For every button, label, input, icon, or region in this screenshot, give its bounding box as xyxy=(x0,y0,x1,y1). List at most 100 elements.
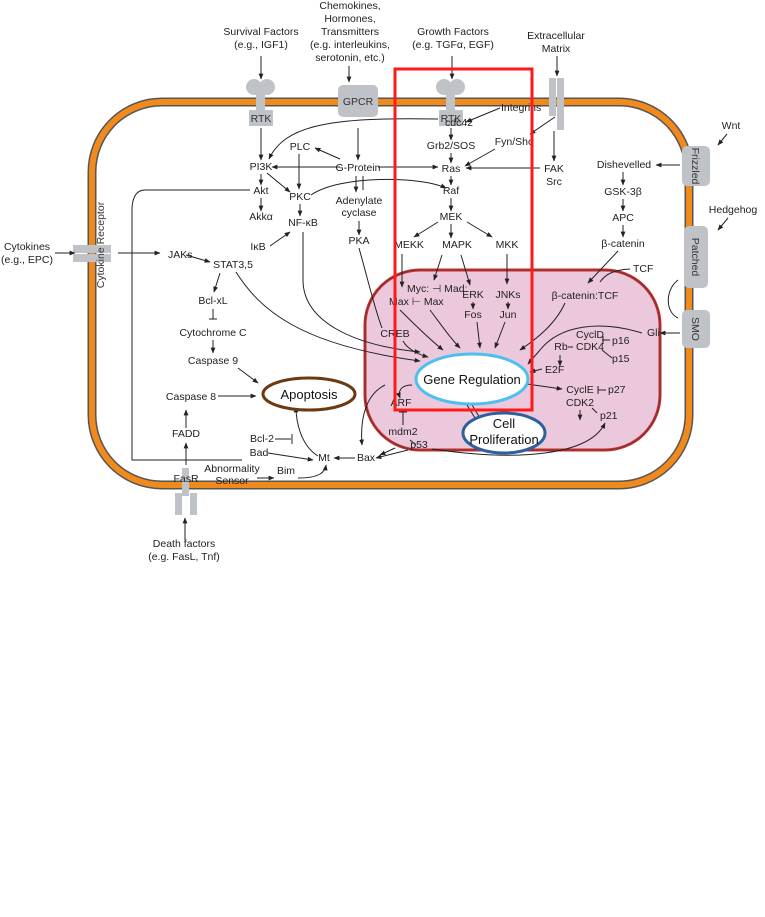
survival-factors-line2: (e.g., IGF1) xyxy=(234,39,288,51)
node-grb2-sos: Grb2/SOS xyxy=(427,140,475,152)
wnt-label: Wnt xyxy=(722,120,741,132)
node-akka: Akkα xyxy=(249,211,273,223)
node-fos: Fos xyxy=(464,309,482,321)
cytokine-receptor-label: Cytokine Receptor xyxy=(95,201,107,288)
node-p21: p21 xyxy=(600,410,618,422)
apoptosis-label: Apoptosis xyxy=(280,387,338,402)
node-rb: Rb xyxy=(554,341,568,353)
node-mekk: MEKK xyxy=(394,239,424,251)
node-p15: p15 xyxy=(612,353,630,365)
node-bim: Bim xyxy=(277,465,295,477)
smo-receptor: SMO xyxy=(682,310,710,348)
node-fadd: FADD xyxy=(172,428,200,440)
death-factors-line2: (e.g. FasL, Tnf) xyxy=(148,551,220,563)
cytokines-line2: (e.g., EPC) xyxy=(1,254,53,266)
node-abnormality-line1: Abnormality xyxy=(204,463,260,475)
node-bax: Bax xyxy=(357,452,376,464)
node-jun: Jun xyxy=(500,309,517,321)
node-nfkb: NF-κB xyxy=(288,217,318,229)
rtk-mid-label: RTK xyxy=(441,113,462,125)
cytokines-line1: Cytokines xyxy=(4,241,50,253)
node-p53: p53 xyxy=(410,439,428,451)
patched-receptor: Patched xyxy=(684,226,708,288)
hedgehog-label: Hedgehog xyxy=(709,204,758,216)
frizzled-label: Frizzled xyxy=(689,148,701,185)
smo-label: SMO xyxy=(689,317,701,341)
node-gsk3b: GSK-3β xyxy=(604,186,642,198)
growth-factors-line2: (e.g. TGFα, EGF) xyxy=(412,39,494,51)
chemokines-line1: Chemokines, xyxy=(319,0,380,12)
node-fak: FAK xyxy=(544,163,564,175)
ecm-line1: Extracellular xyxy=(527,30,585,42)
growth-factors-line1: Growth Factors xyxy=(417,26,489,38)
node-bcl-xl: Bcl-xL xyxy=(198,295,227,307)
gene-regulation-label: Gene Regulation xyxy=(423,372,521,387)
node-e2f: E2F xyxy=(545,364,564,376)
node-apc: APC xyxy=(612,212,634,224)
rtk-mid-receptor: RTK xyxy=(436,79,465,126)
node-fyn-shc: Fyn/Shc xyxy=(495,136,534,148)
node-pi3k: PI3K xyxy=(250,161,273,173)
chemokines-line4: (e.g. interleukins, xyxy=(310,39,390,51)
node-abnormality-line2: Sensor xyxy=(215,475,249,487)
node-pkc: PKC xyxy=(289,191,311,203)
cell-proliferation-node xyxy=(461,411,547,455)
node-integrins: Integrins xyxy=(501,102,541,114)
cell-proliferation-line1: Cell xyxy=(493,416,516,431)
node-p27: p27 xyxy=(608,384,626,396)
ecm-line2: Matrix xyxy=(542,43,571,55)
node-plc: PLC xyxy=(290,141,311,153)
chemokines-line5: serotonin, etc.) xyxy=(315,52,384,64)
chemokines-line2: Hormones, xyxy=(324,13,375,25)
node-bcl2: Bcl-2 xyxy=(250,433,274,445)
chemokines-line3: Transmitters xyxy=(321,26,379,38)
gpcr-label: GPCR xyxy=(343,96,374,108)
node-ras: Ras xyxy=(442,163,461,175)
node-pka: PKA xyxy=(348,235,369,247)
node-raf: Raf xyxy=(443,185,459,197)
node-mt: Mt xyxy=(318,452,330,464)
node-cycle: CyclE xyxy=(566,384,593,396)
apoptosis-node xyxy=(261,376,357,412)
patched-label: Patched xyxy=(689,238,701,277)
integrins-receptor xyxy=(549,78,564,130)
fasr-receptor: FasR xyxy=(173,468,199,515)
node-max-max: Max ⊢ Max xyxy=(389,296,444,308)
cell-proliferation-line2: Proliferation xyxy=(469,432,538,447)
node-akt: Akt xyxy=(253,185,268,197)
node-caspase9: Caspase 9 xyxy=(188,355,238,367)
node-ikb: IκB xyxy=(250,241,265,253)
gene-regulation-node xyxy=(414,352,530,406)
node-tcf: TCF xyxy=(633,263,653,275)
cytokine-receptor: Cytokine Receptor xyxy=(73,201,111,288)
node-g-protein: G-Protein xyxy=(336,162,381,174)
node-cdk4: CDK4 xyxy=(576,341,604,353)
node-stat35: STAT3,5 xyxy=(213,259,253,271)
fasr-label: FasR xyxy=(173,473,199,485)
highlight-box xyxy=(393,67,534,412)
cell-membrane-fill xyxy=(89,99,692,488)
node-caspase8: Caspase 8 xyxy=(166,391,216,403)
node-erk: ERK xyxy=(462,289,484,301)
node-beta-catenin-tcf: β-catenin:TCF xyxy=(552,290,619,302)
node-mek: MEK xyxy=(440,211,463,223)
rtk-left-label: RTK xyxy=(251,113,272,125)
node-jnks: JNKs xyxy=(495,289,520,301)
node-myc-mad: Myc: ⊣ Mad: xyxy=(407,283,468,295)
rtk-left-receptor: RTK xyxy=(246,79,275,126)
node-adenylate-line1: Adenylate xyxy=(336,195,383,207)
node-beta-catenin: β-catenin xyxy=(601,238,645,250)
death-factors-line1: Death factors xyxy=(153,538,215,550)
node-adenylate-line2: cyclase xyxy=(341,207,376,219)
node-jaks: JAKs xyxy=(168,249,193,261)
node-p16: p16 xyxy=(612,335,630,347)
node-mapk: MAPK xyxy=(442,239,472,251)
node-cdc42: cdc42 xyxy=(445,117,473,129)
node-cytochrome-c: Cytochrome C xyxy=(179,327,247,339)
node-mkk: MKK xyxy=(496,239,519,251)
node-mdm2: mdm2 xyxy=(388,426,417,438)
node-cycld: CyclD xyxy=(576,329,604,341)
node-src: Src xyxy=(546,176,562,188)
gpcr-receptor: GPCR xyxy=(338,85,378,117)
